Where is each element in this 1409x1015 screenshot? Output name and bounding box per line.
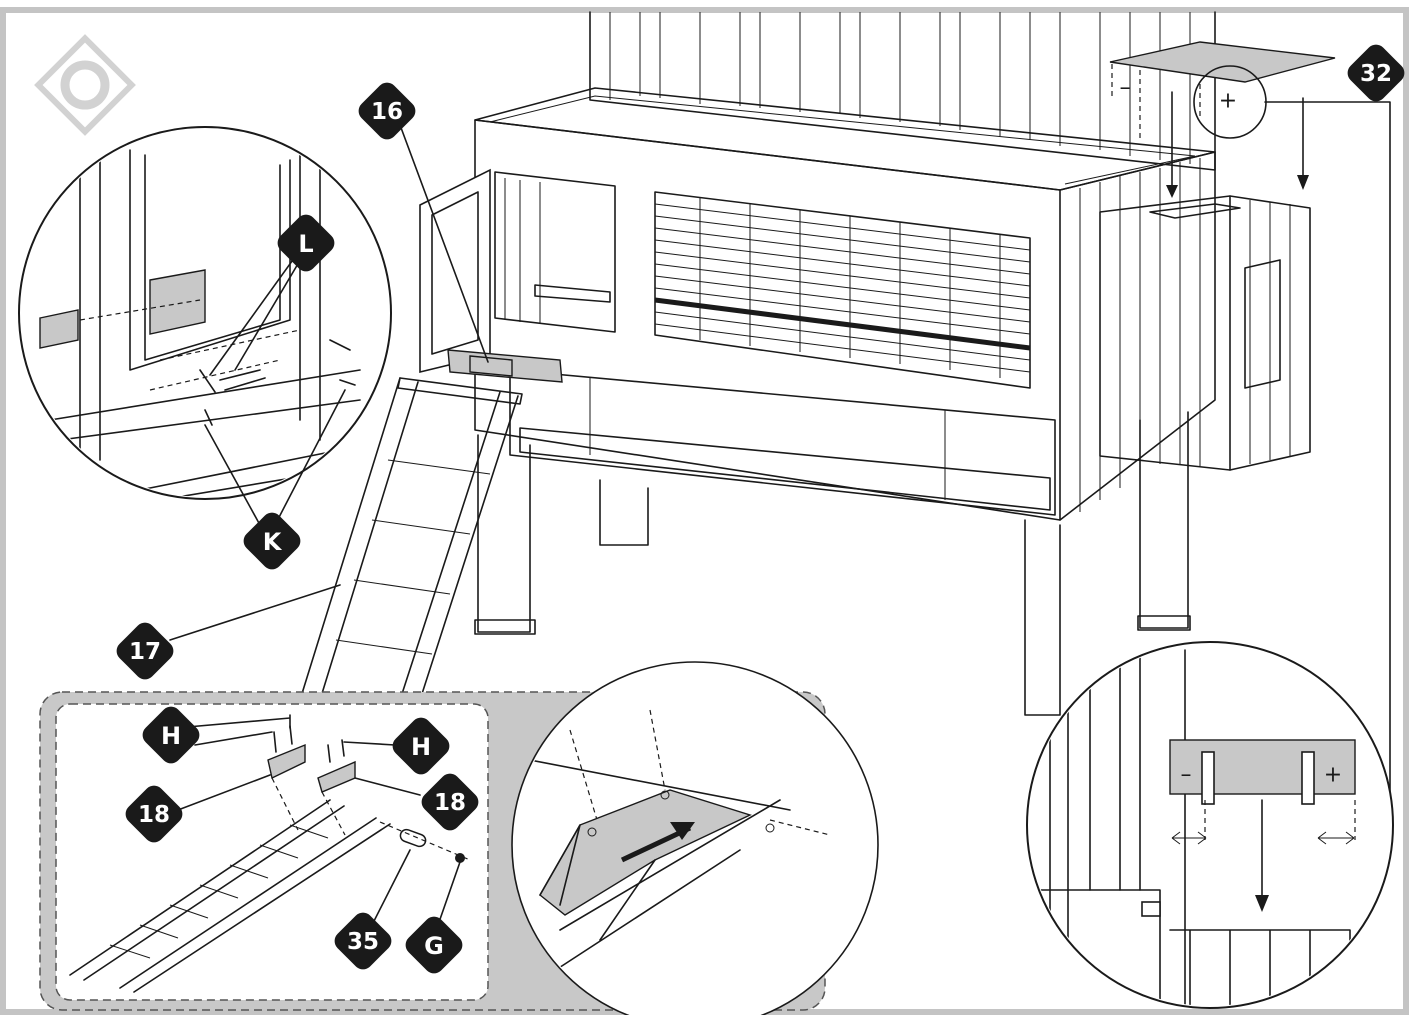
main-coop — [299, 11, 1216, 716]
callout-K: K — [243, 512, 301, 570]
svg-text:18: 18 — [138, 802, 170, 828]
callout-35: 35 — [334, 912, 392, 970]
leader-L — [209, 249, 306, 376]
svg-text:18: 18 — [434, 790, 466, 816]
roof-panels — [589, 11, 1216, 171]
minus-symbol: – — [1181, 763, 1192, 788]
nest-box-lid: + – — [1109, 41, 1336, 198]
svg-text:H: H — [161, 722, 181, 750]
lid-detail-leader — [1264, 101, 1391, 821]
svg-text:L: L — [298, 230, 313, 258]
plus-symbol: + — [1324, 763, 1342, 788]
leader-16 — [399, 124, 489, 363]
callout-18-left: 18 — [125, 785, 183, 843]
mesh-window — [654, 191, 1031, 389]
ladder-assembly-inset — [39, 661, 879, 1015]
ladder — [299, 377, 523, 701]
callout-17: 17 — [116, 622, 174, 680]
leader-K — [204, 389, 346, 526]
svg-text:16: 16 — [371, 99, 403, 125]
door-hinge-detail — [18, 126, 392, 500]
svg-text:17: 17 — [129, 639, 161, 665]
callout-16: 16 — [358, 82, 416, 140]
svg-text:K: K — [263, 528, 283, 556]
callout-H-left: H — [142, 706, 200, 764]
svg-text:G: G — [424, 932, 444, 960]
callout-18-right: 18 — [421, 773, 479, 831]
svg-text:35: 35 — [347, 929, 379, 955]
lid-adjust-detail: – + — [1026, 641, 1394, 1009]
callout-32: 32 — [1347, 44, 1405, 102]
callout-G: G — [405, 916, 463, 974]
callout-L: L — [277, 214, 335, 272]
lid-minus-symbol: – — [1120, 76, 1131, 101]
svg-text:H: H — [411, 733, 431, 761]
svg-text:32: 32 — [1360, 61, 1392, 87]
lid-plus-symbol: + — [1219, 89, 1237, 114]
callout-H-right: H — [392, 717, 450, 775]
step-logo — [34, 34, 136, 136]
nest-box — [1099, 195, 1311, 471]
leader-17 — [169, 584, 341, 641]
